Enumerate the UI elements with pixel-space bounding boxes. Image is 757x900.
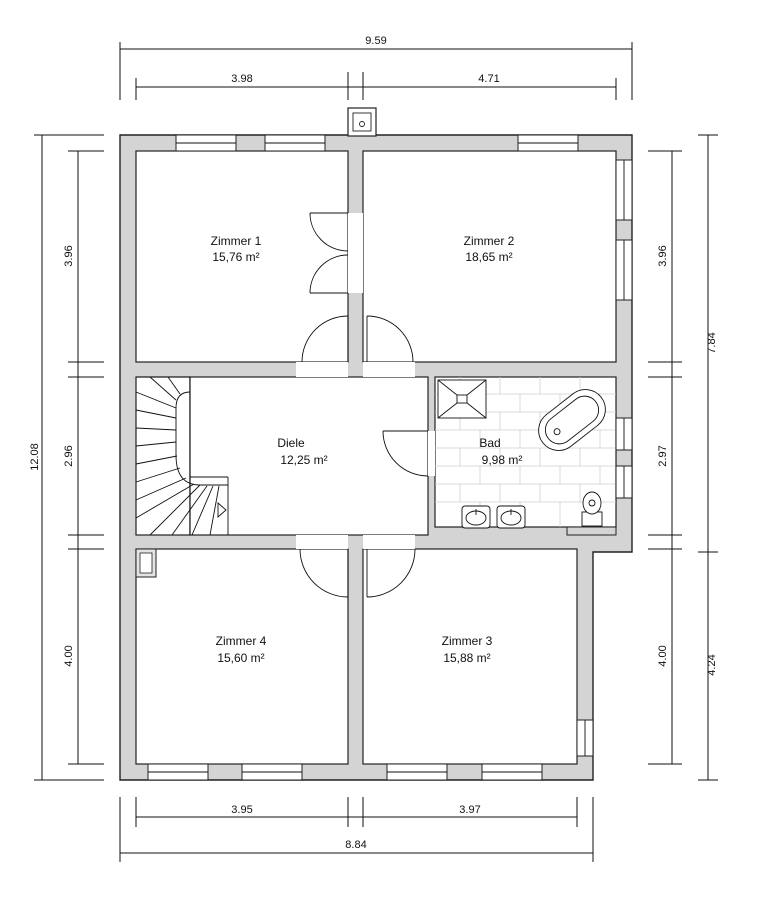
zimmer3-name: Zimmer 3 [442,634,493,648]
dim-right-lower-label: 4.00 [657,645,669,666]
dim-left-total [34,134,104,781]
dim-bottom-right-label: 3.97 [459,804,480,816]
dim-right-total-upper-label: 7.84 [706,332,718,353]
sink-right [496,505,526,529]
chimney-hole [359,121,365,127]
diele-area: 12,25 m² [280,453,327,467]
room-stairwell [135,376,191,536]
room-zimmer1[interactable] [135,150,349,363]
dim-right-totals [698,134,718,781]
bathtub [538,389,606,451]
room-diele[interactable] [189,376,429,536]
zimmer1-name: Zimmer 1 [211,234,262,248]
dim-top-right-label: 4.71 [478,73,499,85]
diele-name: Diele [277,436,305,450]
dim-top-left-label: 3.98 [231,73,252,85]
zimmer2-area: 18,65 m² [465,250,512,264]
zimmer3-area: 15,88 m² [443,651,490,665]
sink-left [461,505,491,529]
dim-top-total [119,42,633,100]
staircase [135,376,229,536]
dim-top-total-label: 9.59 [365,35,386,47]
bathroom-counter [566,526,617,536]
dim-left-middle-label: 2.96 [63,445,75,466]
doors [296,212,435,598]
zimmer1-area: 15,76 m² [212,250,259,264]
dim-right-middle-label: 2.97 [657,445,669,466]
zimmer4-area: 15,60 m² [217,651,264,665]
room-zimmer4[interactable] [135,548,349,765]
dim-bottom-left-label: 3.95 [231,804,252,816]
dim-left-total-label: 12.08 [29,443,41,471]
dim-bottom-total [119,797,594,862]
chimney-flue [352,112,372,132]
shower [437,379,487,419]
zimmer2-name: Zimmer 2 [464,234,515,248]
dim-left-parts [68,150,104,765]
zimmer4-name: Zimmer 4 [216,634,267,648]
dim-right-total-lower-label: 4.24 [706,654,718,675]
shaft-inner [139,552,153,574]
bad-name: Bad [479,436,500,450]
dim-right-parts [648,150,682,765]
dim-bottom-parts [135,797,578,827]
bad-area: 9,98 m² [482,453,523,467]
dim-left-lower-label: 4.00 [63,645,75,666]
toilet [581,491,603,527]
dim-bottom-total-label: 8.84 [345,839,366,851]
room-zimmer2[interactable] [362,150,617,363]
dim-left-upper-label: 3.96 [63,245,75,266]
dim-top-parts [135,72,617,100]
dim-right-upper-label: 3.96 [657,245,669,266]
